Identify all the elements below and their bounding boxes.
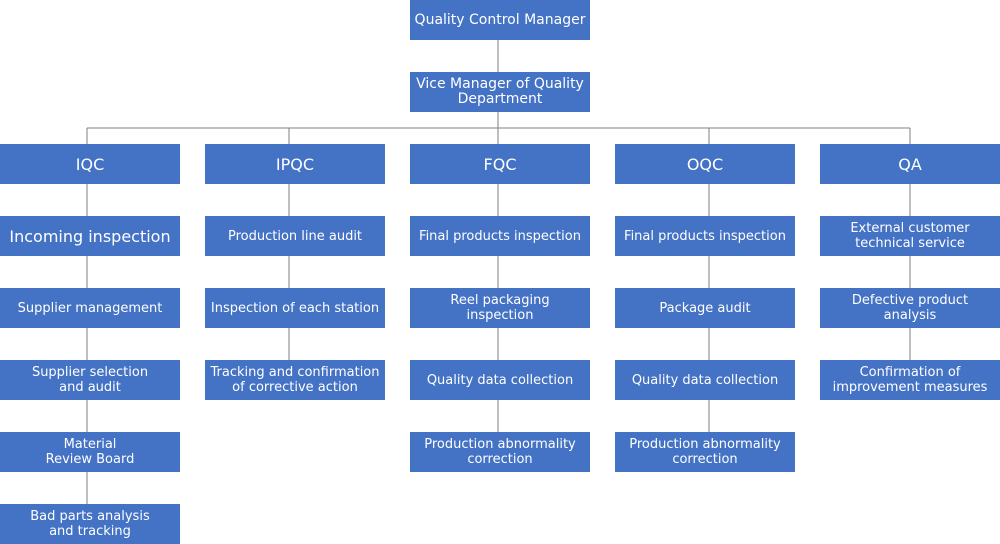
oqc-item-abnormality-correction: Production abnormality correction: [615, 432, 795, 472]
ipqc-item-production-line-audit: Production line audit: [205, 216, 385, 256]
oqc-item-final-products-inspection: Final products inspection: [615, 216, 795, 256]
ipqc-item-station-inspection: Inspection of each station: [205, 288, 385, 328]
header-fqc: FQC: [410, 144, 590, 184]
fqc-item-reel-packaging: Reel packaging inspection: [410, 288, 590, 328]
header-ipqc: IPQC: [205, 144, 385, 184]
header-oqc: OQC: [615, 144, 795, 184]
iqc-item-material-review-board: Material Review Board: [0, 432, 180, 472]
qa-item-defective-analysis: Defective product analysis: [820, 288, 1000, 328]
oqc-item-package-audit: Package audit: [615, 288, 795, 328]
quality-control-manager-box: Quality Control Manager: [410, 0, 590, 40]
ipqc-item-corrective-action: Tracking and confirmation of corrective …: [205, 360, 385, 400]
header-qa: QA: [820, 144, 1000, 184]
header-iqc: IQC: [0, 144, 180, 184]
fqc-item-quality-data: Quality data collection: [410, 360, 590, 400]
iqc-item-incoming-inspection: Incoming inspection: [0, 216, 180, 256]
iqc-item-bad-parts-analysis: Bad parts analysis and tracking: [0, 504, 180, 544]
fqc-item-final-products-inspection: Final products inspection: [410, 216, 590, 256]
fqc-item-abnormality-correction: Production abnormality correction: [410, 432, 590, 472]
qa-item-improvement-measures: Confirmation of improvement measures: [820, 360, 1000, 400]
iqc-item-supplier-selection: Supplier selection and audit: [0, 360, 180, 400]
oqc-item-quality-data: Quality data collection: [615, 360, 795, 400]
qa-item-customer-service: External customer technical service: [820, 216, 1000, 256]
vice-manager-box: Vice Manager of Quality Department: [410, 72, 590, 112]
iqc-item-supplier-management: Supplier management: [0, 288, 180, 328]
